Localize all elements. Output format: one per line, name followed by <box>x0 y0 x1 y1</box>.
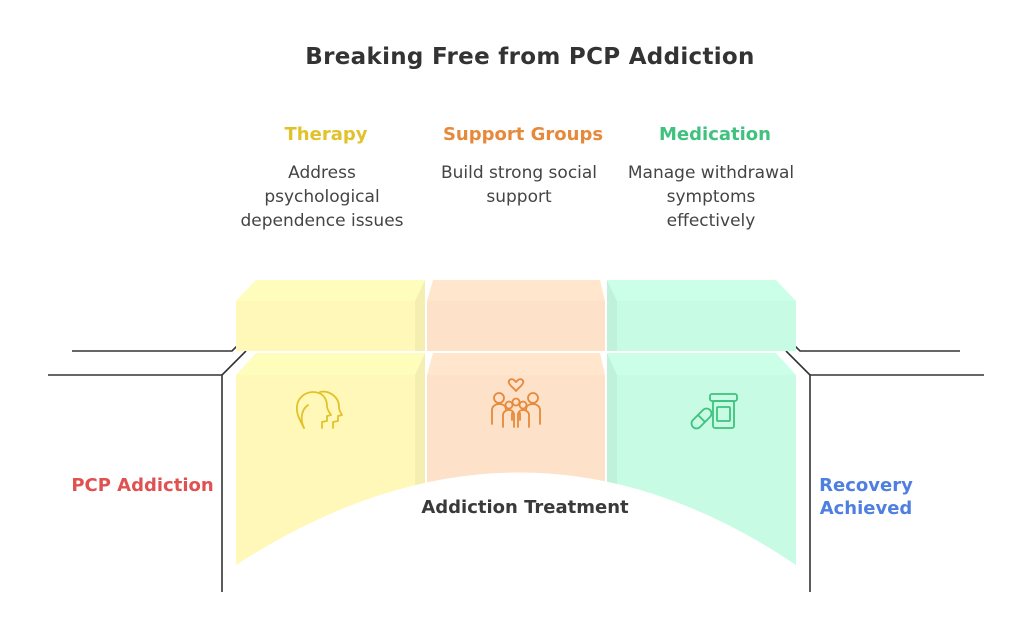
right-label-recovery-achieved: Recovery Achieved <box>819 475 913 519</box>
pillar-therapy <box>236 280 425 620</box>
pillar-title-therapy: Therapy <box>284 124 368 145</box>
head-profile-icon <box>295 390 343 429</box>
left-cliff <box>48 342 247 592</box>
page-title: Breaking Free from PCP Addiction <box>305 44 755 70</box>
pillar-medication <box>607 280 796 620</box>
right-cliff <box>785 342 984 592</box>
pillar-support-groups <box>427 280 605 620</box>
family-group-icon <box>491 378 541 428</box>
pill-bottle-icon <box>690 393 738 430</box>
left-label-pcp-addiction: PCP Addiction <box>71 475 214 496</box>
pillar-description-therapy: Address psychological dependence issues <box>240 163 404 231</box>
pillar-title-support-groups: Support Groups <box>442 124 604 145</box>
center-label-addiction-treatment: Addiction Treatment <box>421 497 629 518</box>
pillar-description-medication: Manage withdrawal symptoms effectively <box>627 163 795 231</box>
pillar-title-medication: Medication <box>659 124 771 145</box>
pillar-description-support-groups: Build strong social support <box>440 163 598 207</box>
